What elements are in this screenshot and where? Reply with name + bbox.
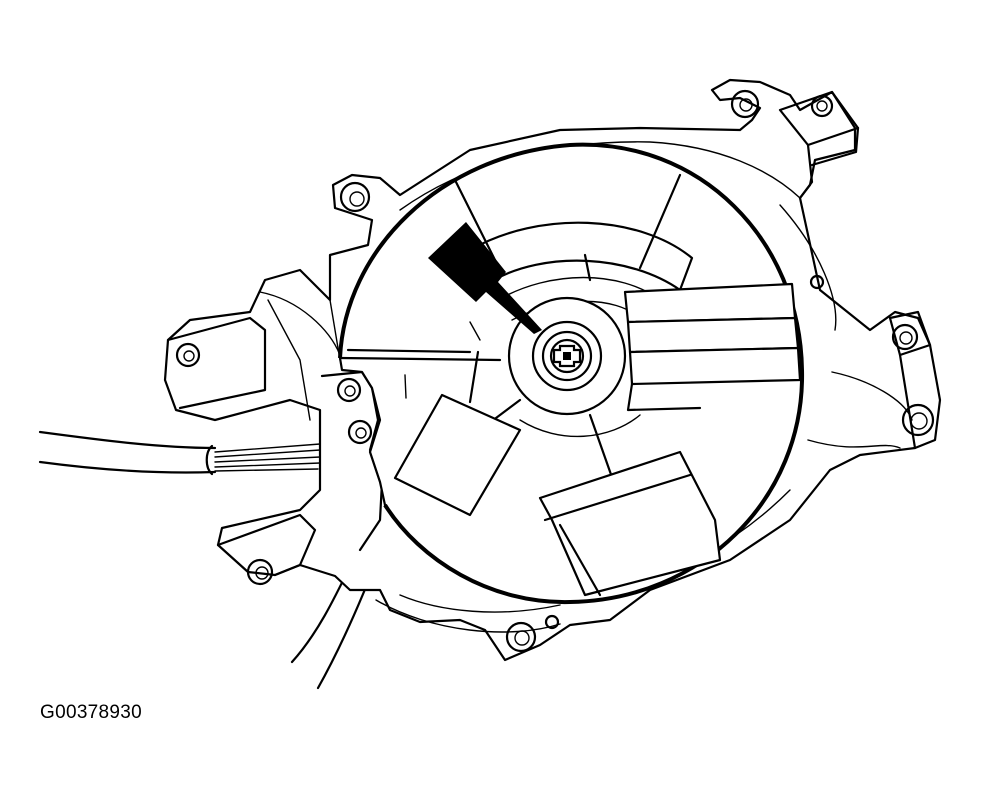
figure-code: G00378930 [40,702,143,723]
pointer-arrow [428,222,542,334]
mounting-tab [175,89,935,653]
mounting-holes [175,89,935,653]
